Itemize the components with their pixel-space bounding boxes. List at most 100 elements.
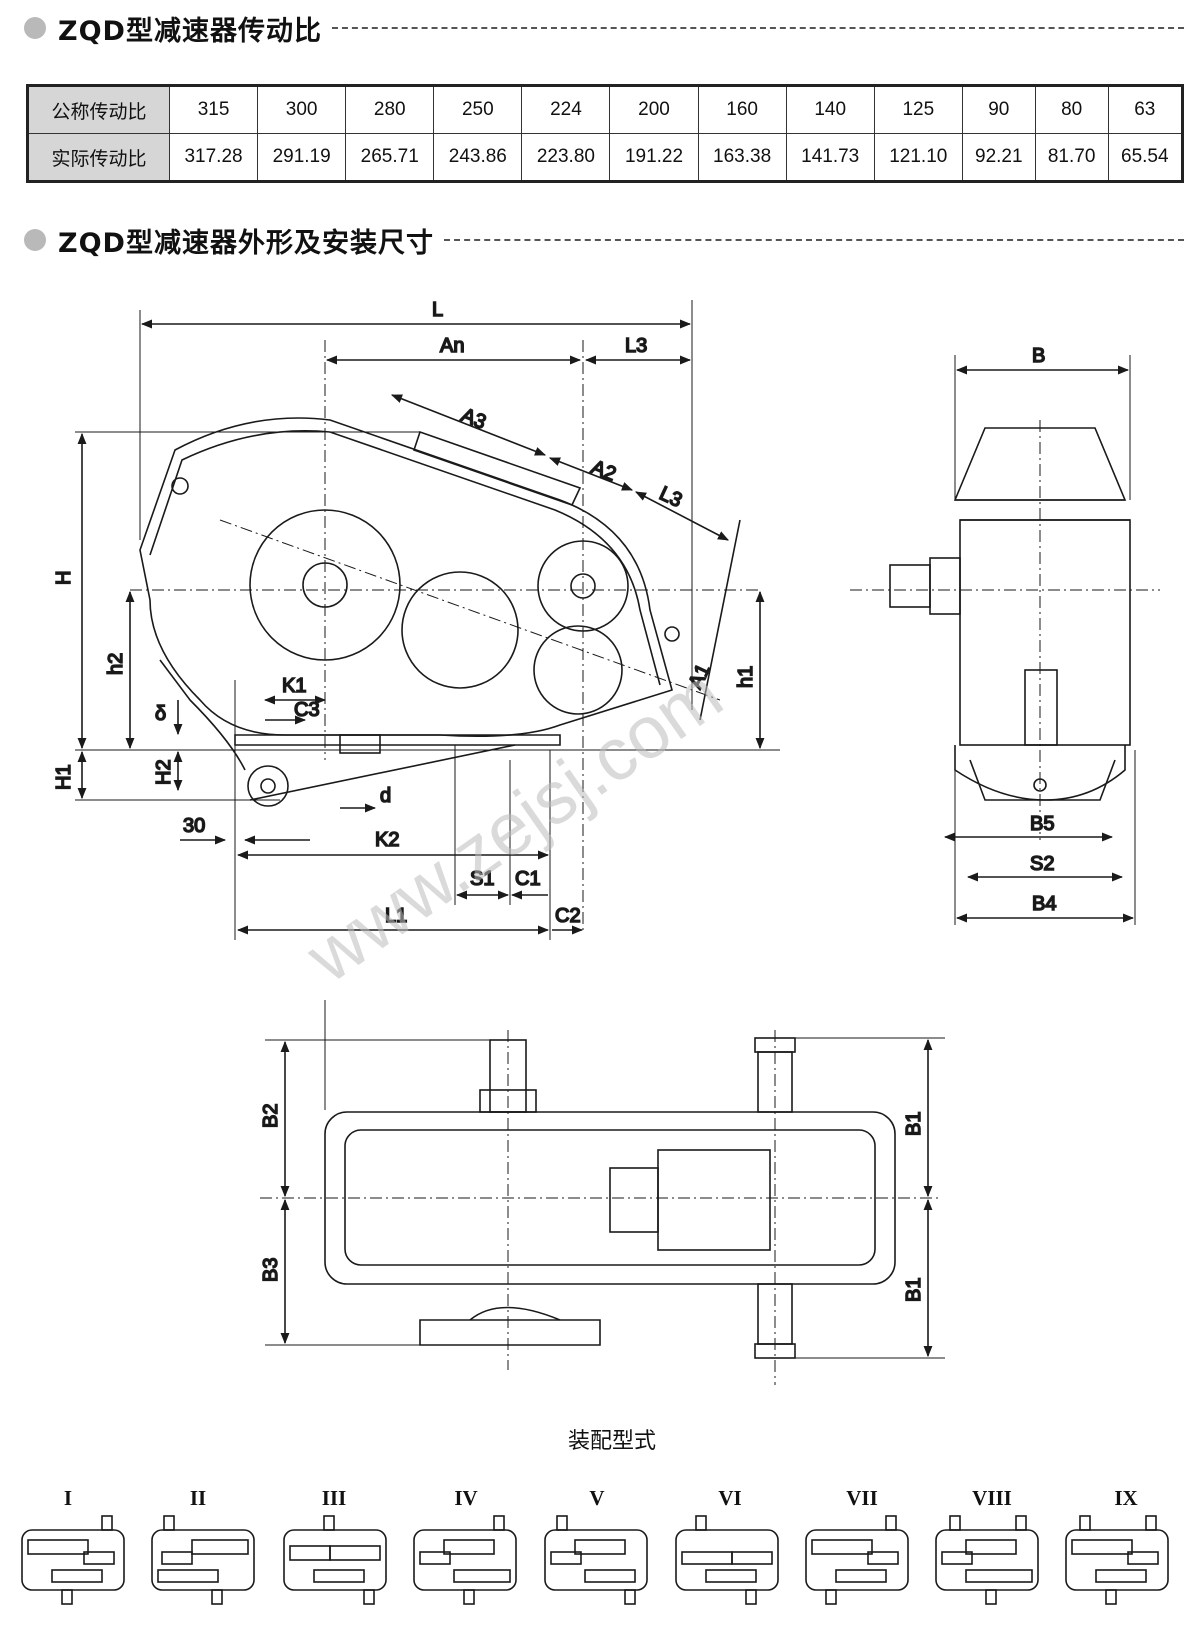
- assembly-label-8: VIII: [972, 1486, 1012, 1510]
- assembly-type-7: [805, 1515, 909, 1605]
- assembly-type-9: [1065, 1515, 1169, 1605]
- dim-S2: S2: [1030, 853, 1054, 875]
- watermark: www.zejsj.com: [291, 652, 737, 999]
- table-cell: 63: [1107, 85, 1184, 134]
- top-housing: [324, 1111, 896, 1285]
- table-cell: 265.71: [345, 133, 435, 182]
- ratio-table: 公称传动比 315 300 280 250 224 200 160 140 12…: [26, 84, 1184, 183]
- assembly-type-2: [151, 1515, 255, 1605]
- bolt-hole: [171, 477, 189, 495]
- lifting-lug: [247, 765, 289, 807]
- assembly-label-9: IX: [1114, 1486, 1137, 1510]
- table-cell: 250: [433, 85, 523, 134]
- dim-H1: H1: [53, 764, 75, 790]
- bullet-dot-icon: [24, 17, 46, 39]
- housing-outline: [139, 417, 673, 738]
- dim-L3: L3: [625, 335, 647, 357]
- dim-C2: C2: [555, 905, 581, 927]
- bolt-hole: [664, 626, 680, 642]
- gear-right-bottom: [533, 625, 623, 715]
- assembly-type-1: [21, 1515, 125, 1605]
- assembly-label-7: VII: [846, 1486, 878, 1510]
- table-cell: 191.22: [609, 133, 699, 182]
- dim-H: H: [53, 571, 75, 585]
- dim-C3: C3: [294, 699, 320, 721]
- assembly-label-6: VI: [718, 1486, 741, 1510]
- table-cell: 243.86: [433, 133, 523, 182]
- dim-B1-bottom: B1: [903, 1278, 925, 1302]
- table-cell: 121.10: [873, 133, 963, 182]
- dim-K2: K2: [375, 829, 399, 851]
- section-ratio-title: ZQD型减速器传动比: [58, 15, 322, 47]
- end-shaft: [889, 564, 931, 608]
- table-cell: 317.28: [168, 133, 259, 182]
- table-row-actual: 实际传动比 317.28 291.19 265.71 243.86 223.80…: [27, 133, 1184, 182]
- dim-An: An: [440, 335, 464, 357]
- assembly-label-3: III: [322, 1486, 347, 1510]
- dashed-rule: [443, 239, 1184, 241]
- table-cell: 65.54: [1107, 133, 1184, 182]
- table-cell: 163.38: [697, 133, 787, 182]
- dim-h2: h2: [105, 653, 127, 675]
- dim-A3: A3: [458, 404, 489, 434]
- top-view-drawing: [260, 1000, 945, 1385]
- dim-B1-top: B1: [903, 1112, 925, 1136]
- table-cell: 280: [345, 85, 435, 134]
- table-cell: 140: [785, 85, 875, 134]
- dim-B3: B3: [260, 1258, 282, 1282]
- gear-mid: [401, 571, 519, 689]
- dim-d: d: [380, 785, 391, 807]
- table-cell: 224: [521, 85, 611, 134]
- dim-B5: B5: [1030, 813, 1054, 835]
- end-view-drawing: [850, 355, 1160, 925]
- side-view-drawing: [75, 300, 780, 940]
- dashed-rule: [331, 27, 1184, 29]
- assembly-type-8: [935, 1515, 1039, 1605]
- row-label-actual: 实际传动比: [27, 133, 170, 182]
- assembly-type-3: [283, 1515, 387, 1605]
- dim-B: B: [1032, 345, 1045, 367]
- end-housing-body: [959, 519, 1131, 746]
- assembly-label-1: I: [64, 1486, 72, 1510]
- dim-L3-diag: L3: [656, 483, 685, 512]
- dim-delta: δ: [155, 703, 166, 725]
- table-cell: 92.21: [961, 133, 1036, 182]
- table-cell: 223.80: [521, 133, 611, 182]
- assembly-type-5: [544, 1515, 648, 1605]
- assembly-caption: 装配型式: [568, 1429, 656, 1454]
- assembly-type-4: [413, 1515, 517, 1605]
- end-keyway: [1024, 669, 1058, 746]
- table-row-nominal: 公称传动比 315 300 280 250 224 200 160 140 12…: [27, 85, 1184, 134]
- assembly-label-4: IV: [454, 1486, 477, 1510]
- table-cell: 160: [697, 85, 787, 134]
- dim-L: L: [432, 299, 443, 321]
- table-cell: 81.70: [1034, 133, 1109, 182]
- table-cell: 80: [1034, 85, 1109, 134]
- top-output-shaft-down: [757, 1283, 793, 1345]
- assembly-type-6: [675, 1515, 779, 1605]
- table-cell: 315: [168, 85, 259, 134]
- section-dimensions-heading: ZQD型减速器外形及安装尺寸: [24, 220, 1184, 260]
- base-rail: [234, 734, 561, 746]
- top-motor-box: [657, 1149, 771, 1251]
- dim-A2: A2: [588, 456, 619, 486]
- table-cell: 200: [609, 85, 699, 134]
- assembly-types: [21, 1515, 1169, 1605]
- dim-H2: H2: [153, 759, 175, 785]
- dim-L1: L1: [385, 905, 407, 927]
- foot-block: [339, 734, 381, 754]
- dim-C1: C1: [515, 868, 541, 890]
- table-cell: 141.73: [785, 133, 875, 182]
- dim-K1: K1: [282, 675, 306, 697]
- section-ratio-heading: ZQD型减速器传动比: [24, 8, 1184, 48]
- dim-B2: B2: [260, 1104, 282, 1128]
- section-dimensions-title: ZQD型减速器外形及安装尺寸: [58, 227, 434, 259]
- bullet-dot-icon: [24, 229, 46, 251]
- dim-B4: B4: [1032, 893, 1056, 915]
- dim-S1: S1: [470, 868, 494, 890]
- assembly-label-2: II: [190, 1486, 206, 1510]
- dim-30: 30: [183, 815, 205, 837]
- top-flange: [412, 430, 582, 506]
- top-coupling: [419, 1319, 601, 1346]
